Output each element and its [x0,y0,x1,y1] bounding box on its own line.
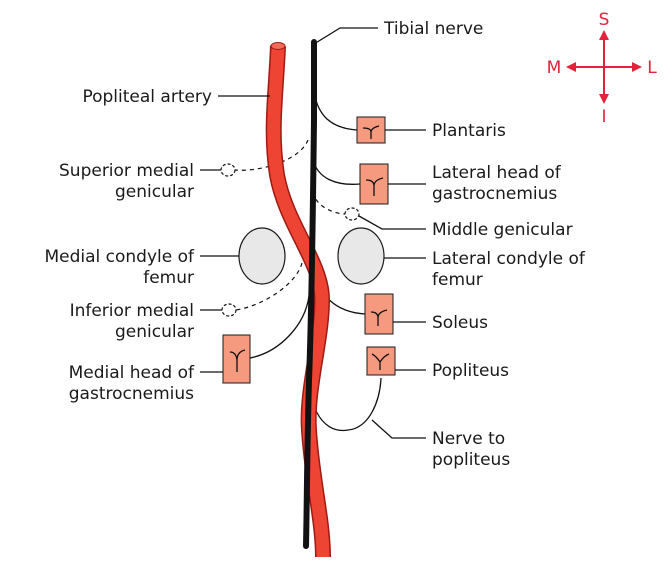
inferior-medial-genicular-cut-icon [222,304,236,316]
nerve-to-popliteus-label-line2: popliteus [432,450,510,470]
superior-medial-genicular-cut-icon [221,164,235,176]
soleus-label: Soleus [432,313,488,333]
lateral-condyle-label-line2: femur [432,270,483,290]
tibial-nerve-leader [314,28,378,44]
tibial-nerve-label: Tibial nerve [383,19,483,39]
compass-lateral-label: L [647,58,657,78]
inferior-medial-label-line2: genicular [115,322,194,342]
compass-superior-label: S [599,10,610,30]
nerve-to-popliteus-leader [372,420,426,438]
lateral-head-label-line1: Lateral head of [432,163,562,183]
medial-condyle-label-line1: Medial condyle of [44,247,195,267]
nerve-to-popliteus-label-line1: Nerve to [432,429,505,449]
compass-arrow-up-icon [599,30,609,40]
middle-genicular-leader [359,216,426,229]
plantaris-label: Plantaris [432,121,506,141]
lateral-condyle-icon [338,228,384,284]
lateral-condyle-label-line1: Lateral condyle of [432,249,586,269]
middle-genicular-cut-icon [345,208,359,220]
compass-arrow-right-icon [632,62,642,72]
orientation-compass [566,30,642,104]
lateral-head-label-line2: gastrocnemius [432,184,557,204]
compass-inferior-label: I [601,107,606,127]
compass-arrow-left-icon [566,62,576,72]
compass-medial-label: M [547,58,562,78]
medial-condyle-label-line2: femur [143,268,194,288]
popliteal-artery-label: Popliteal artery [82,87,212,107]
superior-medial-label-line1: Superior medial [59,161,194,181]
medial-condyle-icon [239,228,285,284]
medial-head-label-line2: gastrocnemius [69,384,194,404]
plantaris-nerve-branch [314,92,357,130]
superior-medial-label-line2: genicular [115,182,194,202]
inferior-medial-label-line1: Inferior medial [70,301,194,321]
middle-genicular-branch [313,192,346,214]
compass-arrow-down-icon [599,94,609,104]
artery-cut-end-icon [271,43,285,50]
middle-genicular-label: Middle genicular [432,220,573,240]
lateral-head-nerve-branch [313,160,360,184]
medial-head-nerve-branch [250,296,309,358]
popliteus-label: Popliteus [432,361,509,381]
medial-head-label-line1: Medial head of [69,363,195,383]
